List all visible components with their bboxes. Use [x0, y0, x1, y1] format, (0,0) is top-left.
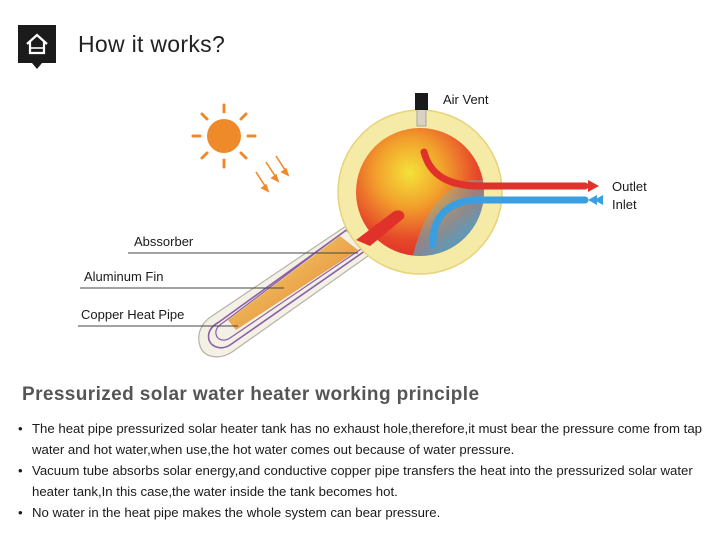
solar-heater-diagram: Air Vent Outlet Inlet Abssorber Aluminum… — [78, 92, 647, 358]
air-vent-valve — [415, 93, 428, 110]
list-item: No water in the heat pipe makes the whol… — [18, 502, 718, 523]
copper-heat-pipe-label: Copper Heat Pipe — [81, 307, 184, 322]
section-title: Pressurized solar water heater working p… — [22, 384, 480, 405]
sunlight-rays-icon — [255, 155, 290, 193]
inlet-label: Inlet — [612, 197, 637, 212]
outlet-label: Outlet — [612, 179, 647, 194]
header: How it works? — [18, 24, 226, 69]
page-title: How it works? — [78, 30, 226, 57]
principle-list: The heat pipe pressurized solar heater t… — [18, 418, 718, 523]
heat-pipe-condenser — [356, 210, 405, 246]
list-item: The heat pipe pressurized solar heater t… — [18, 418, 718, 460]
sun-icon — [191, 103, 257, 169]
air-vent-label: Air Vent — [443, 92, 489, 107]
aluminum-fin-label: Aluminum Fin — [84, 269, 163, 284]
list-item: Vacuum tube absorbs solar energy,and con… — [18, 460, 718, 502]
absorber-label: Abssorber — [134, 234, 194, 249]
home-icon — [18, 25, 56, 69]
